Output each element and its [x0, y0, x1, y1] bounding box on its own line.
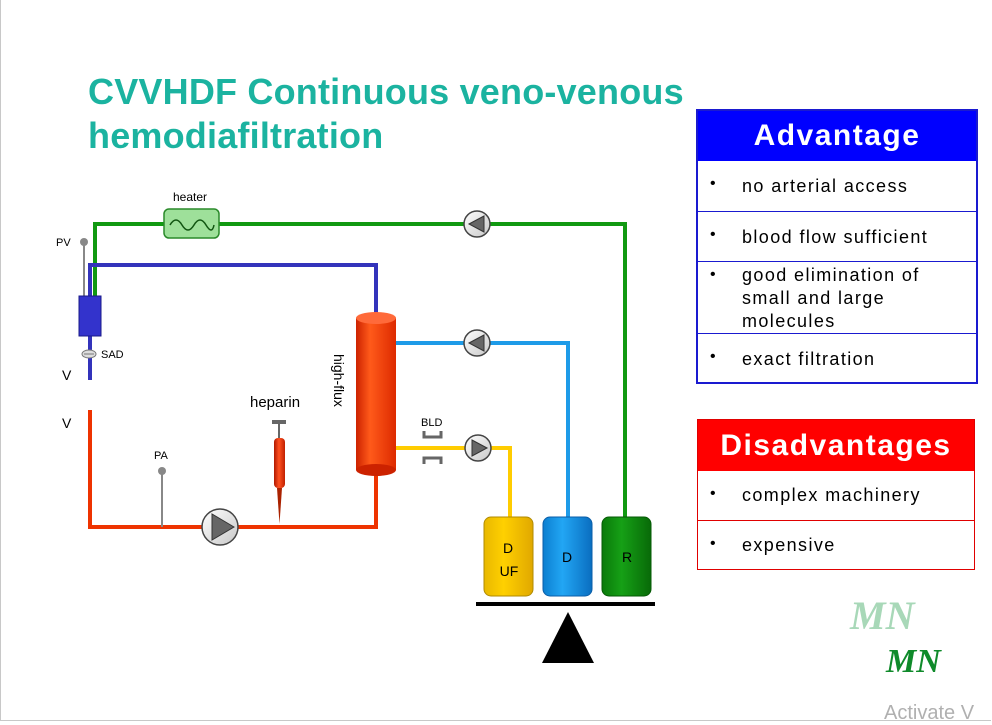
arterial-line [88, 410, 378, 529]
dialysate-container-label: D [562, 549, 572, 565]
advantage-item-text: exact filtration [742, 349, 876, 369]
advantage-item: • good elimination of small and large mo… [698, 262, 976, 334]
dialysate-pump-arrow [467, 334, 485, 352]
replacement-container-label: R [622, 549, 632, 565]
disadvantage-item: • expensive [698, 521, 974, 569]
disadvantage-item: • complex machinery [698, 471, 974, 521]
disadvantages-header: Disadvantages [698, 420, 974, 471]
pv-sensor-icon [80, 238, 88, 246]
filter-cap-bottom [356, 464, 396, 476]
heparin-needle [277, 488, 282, 524]
duf-container [483, 516, 534, 597]
bullet-icon: • [710, 535, 718, 552]
advantage-item: • exact filtration [698, 334, 976, 382]
advantage-item: • blood flow sufficient [698, 212, 976, 262]
scale-platform [476, 602, 655, 606]
activate-windows-watermark: Activate V [884, 702, 975, 724]
advantage-item-text: blood flow sufficient [742, 227, 929, 247]
heparin-syringe [274, 438, 285, 488]
scale-fulcrum [542, 612, 594, 663]
bullet-icon: • [710, 175, 718, 192]
blood-pump-arrow [211, 513, 235, 541]
bullet-icon: • [710, 226, 718, 243]
effluent-pump-arrow [471, 439, 489, 457]
duf-label-line2: UF [500, 563, 519, 579]
advantage-box: Advantage • no arterial access • blood f… [696, 109, 978, 384]
sad-label: SAD [101, 349, 124, 361]
high-flux-filter [356, 318, 396, 470]
title-line-1: CVVHDF Continuous veno-venous [88, 71, 684, 112]
advantage-item-text: good elimination of small and large mole… [742, 265, 920, 331]
disadvantages-box: Disadvantages • complex machinery • expe… [697, 419, 975, 570]
heater-label: heater [173, 190, 207, 204]
filter-label: high-flux [331, 354, 347, 407]
bullet-icon: • [710, 266, 718, 283]
bld-label: BLD [421, 417, 442, 429]
bullet-icon: • [710, 485, 718, 502]
heater-coil [169, 219, 215, 231]
heater-icon [163, 208, 220, 239]
signature-logo-light: MN [850, 593, 915, 638]
bld-sensor-top [422, 431, 443, 439]
dialysate-line [396, 341, 570, 518]
bld-sensor-bottom [422, 456, 443, 464]
heparin-label: heparin [250, 394, 300, 411]
bullet-icon: • [710, 348, 718, 365]
venous-label: V [62, 367, 72, 383]
venous-return-line [88, 263, 378, 318]
advantage-item: • no arterial access [698, 161, 976, 212]
advantage-item-text: no arterial access [742, 176, 909, 196]
slide-title: CVVHDF Continuous veno-venous hemodiafil… [88, 70, 684, 158]
disadvantage-item-text: complex machinery [742, 485, 921, 505]
heparin-plunger-top [272, 420, 286, 424]
filter-cap-top [356, 312, 396, 324]
drip-chamber [78, 295, 102, 337]
replacement-container [601, 516, 652, 597]
advantage-header: Advantage [698, 111, 976, 161]
title-line-2: hemodiafiltration [88, 115, 384, 156]
duf-label-line1: D [503, 540, 513, 556]
pa-label: PA [154, 450, 169, 462]
pa-sensor-icon [158, 467, 166, 475]
effluent-line [396, 446, 512, 518]
replacement-line [93, 222, 627, 518]
dialysate-container [542, 516, 593, 597]
pv-label: PV [56, 237, 71, 249]
arterial-access-label: V [62, 415, 72, 431]
replacement-pump-arrow [467, 215, 485, 233]
disadvantage-item-text: expensive [742, 535, 836, 555]
signature-logo-dark: MN [886, 643, 941, 680]
